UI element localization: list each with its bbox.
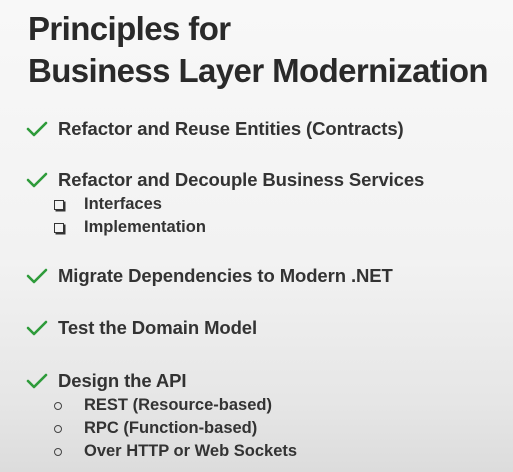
check-icon — [26, 373, 48, 389]
check-icon — [26, 121, 48, 137]
bullet-item-migrate-dependencies: Migrate Dependencies to Modern .NET — [26, 263, 393, 289]
circle-bullet-icon — [54, 447, 62, 456]
check-icon — [26, 268, 48, 284]
sub-bullet-label: Implementation — [84, 218, 206, 236]
bullet-label: Migrate Dependencies to Modern .NET — [58, 265, 393, 286]
check-icon — [26, 320, 48, 336]
slide-title-line-1: Principles for — [28, 10, 231, 47]
square-bullet-icon — [54, 222, 64, 233]
sub-bullet-label: Over HTTP or Web Sockets — [84, 442, 298, 460]
sub-bullet-item-implementation: Implementation — [26, 216, 424, 239]
bullet-item-test-domain-model: Test the Domain Model — [26, 315, 257, 341]
bullet-label: Refactor and Decouple Business Services — [58, 169, 425, 190]
bullet-item-reuse-entities: Refactor and Reuse Entities (Contracts) — [26, 116, 404, 142]
bullet-label: Test the Domain Model — [58, 317, 258, 338]
bullet-label: Design the API — [58, 370, 187, 391]
sub-bullet-label: Interfaces — [84, 195, 162, 213]
bullet-item-design-api: Design the API REST (Resource-based) RPC… — [26, 368, 297, 463]
sub-bullet-item-rest: REST (Resource-based) — [26, 394, 297, 417]
slide-title: Principles for Business Layer Modernizat… — [28, 8, 489, 92]
sub-bullet-list: Interfaces Implementation — [26, 193, 424, 239]
sub-bullet-item-transport: Over HTTP or Web Sockets — [26, 440, 297, 463]
square-bullet-icon — [54, 199, 64, 210]
sub-bullet-label: REST (Resource-based) — [84, 396, 272, 414]
circle-bullet-icon — [54, 424, 62, 433]
slide-title-line-2: Business Layer Modernization — [28, 52, 489, 89]
check-icon — [26, 172, 48, 188]
sub-bullet-item-interfaces: Interfaces — [26, 193, 424, 216]
sub-bullet-item-rpc: RPC (Function-based) — [26, 417, 297, 440]
circle-bullet-icon — [54, 401, 62, 410]
sub-bullet-label: RPC (Function-based) — [84, 419, 258, 437]
bullet-item-decouple-services: Refactor and Decouple Business Services … — [26, 167, 424, 239]
bullet-label: Refactor and Reuse Entities (Contracts) — [58, 118, 404, 139]
sub-bullet-list: REST (Resource-based) RPC (Function-base… — [26, 394, 297, 463]
